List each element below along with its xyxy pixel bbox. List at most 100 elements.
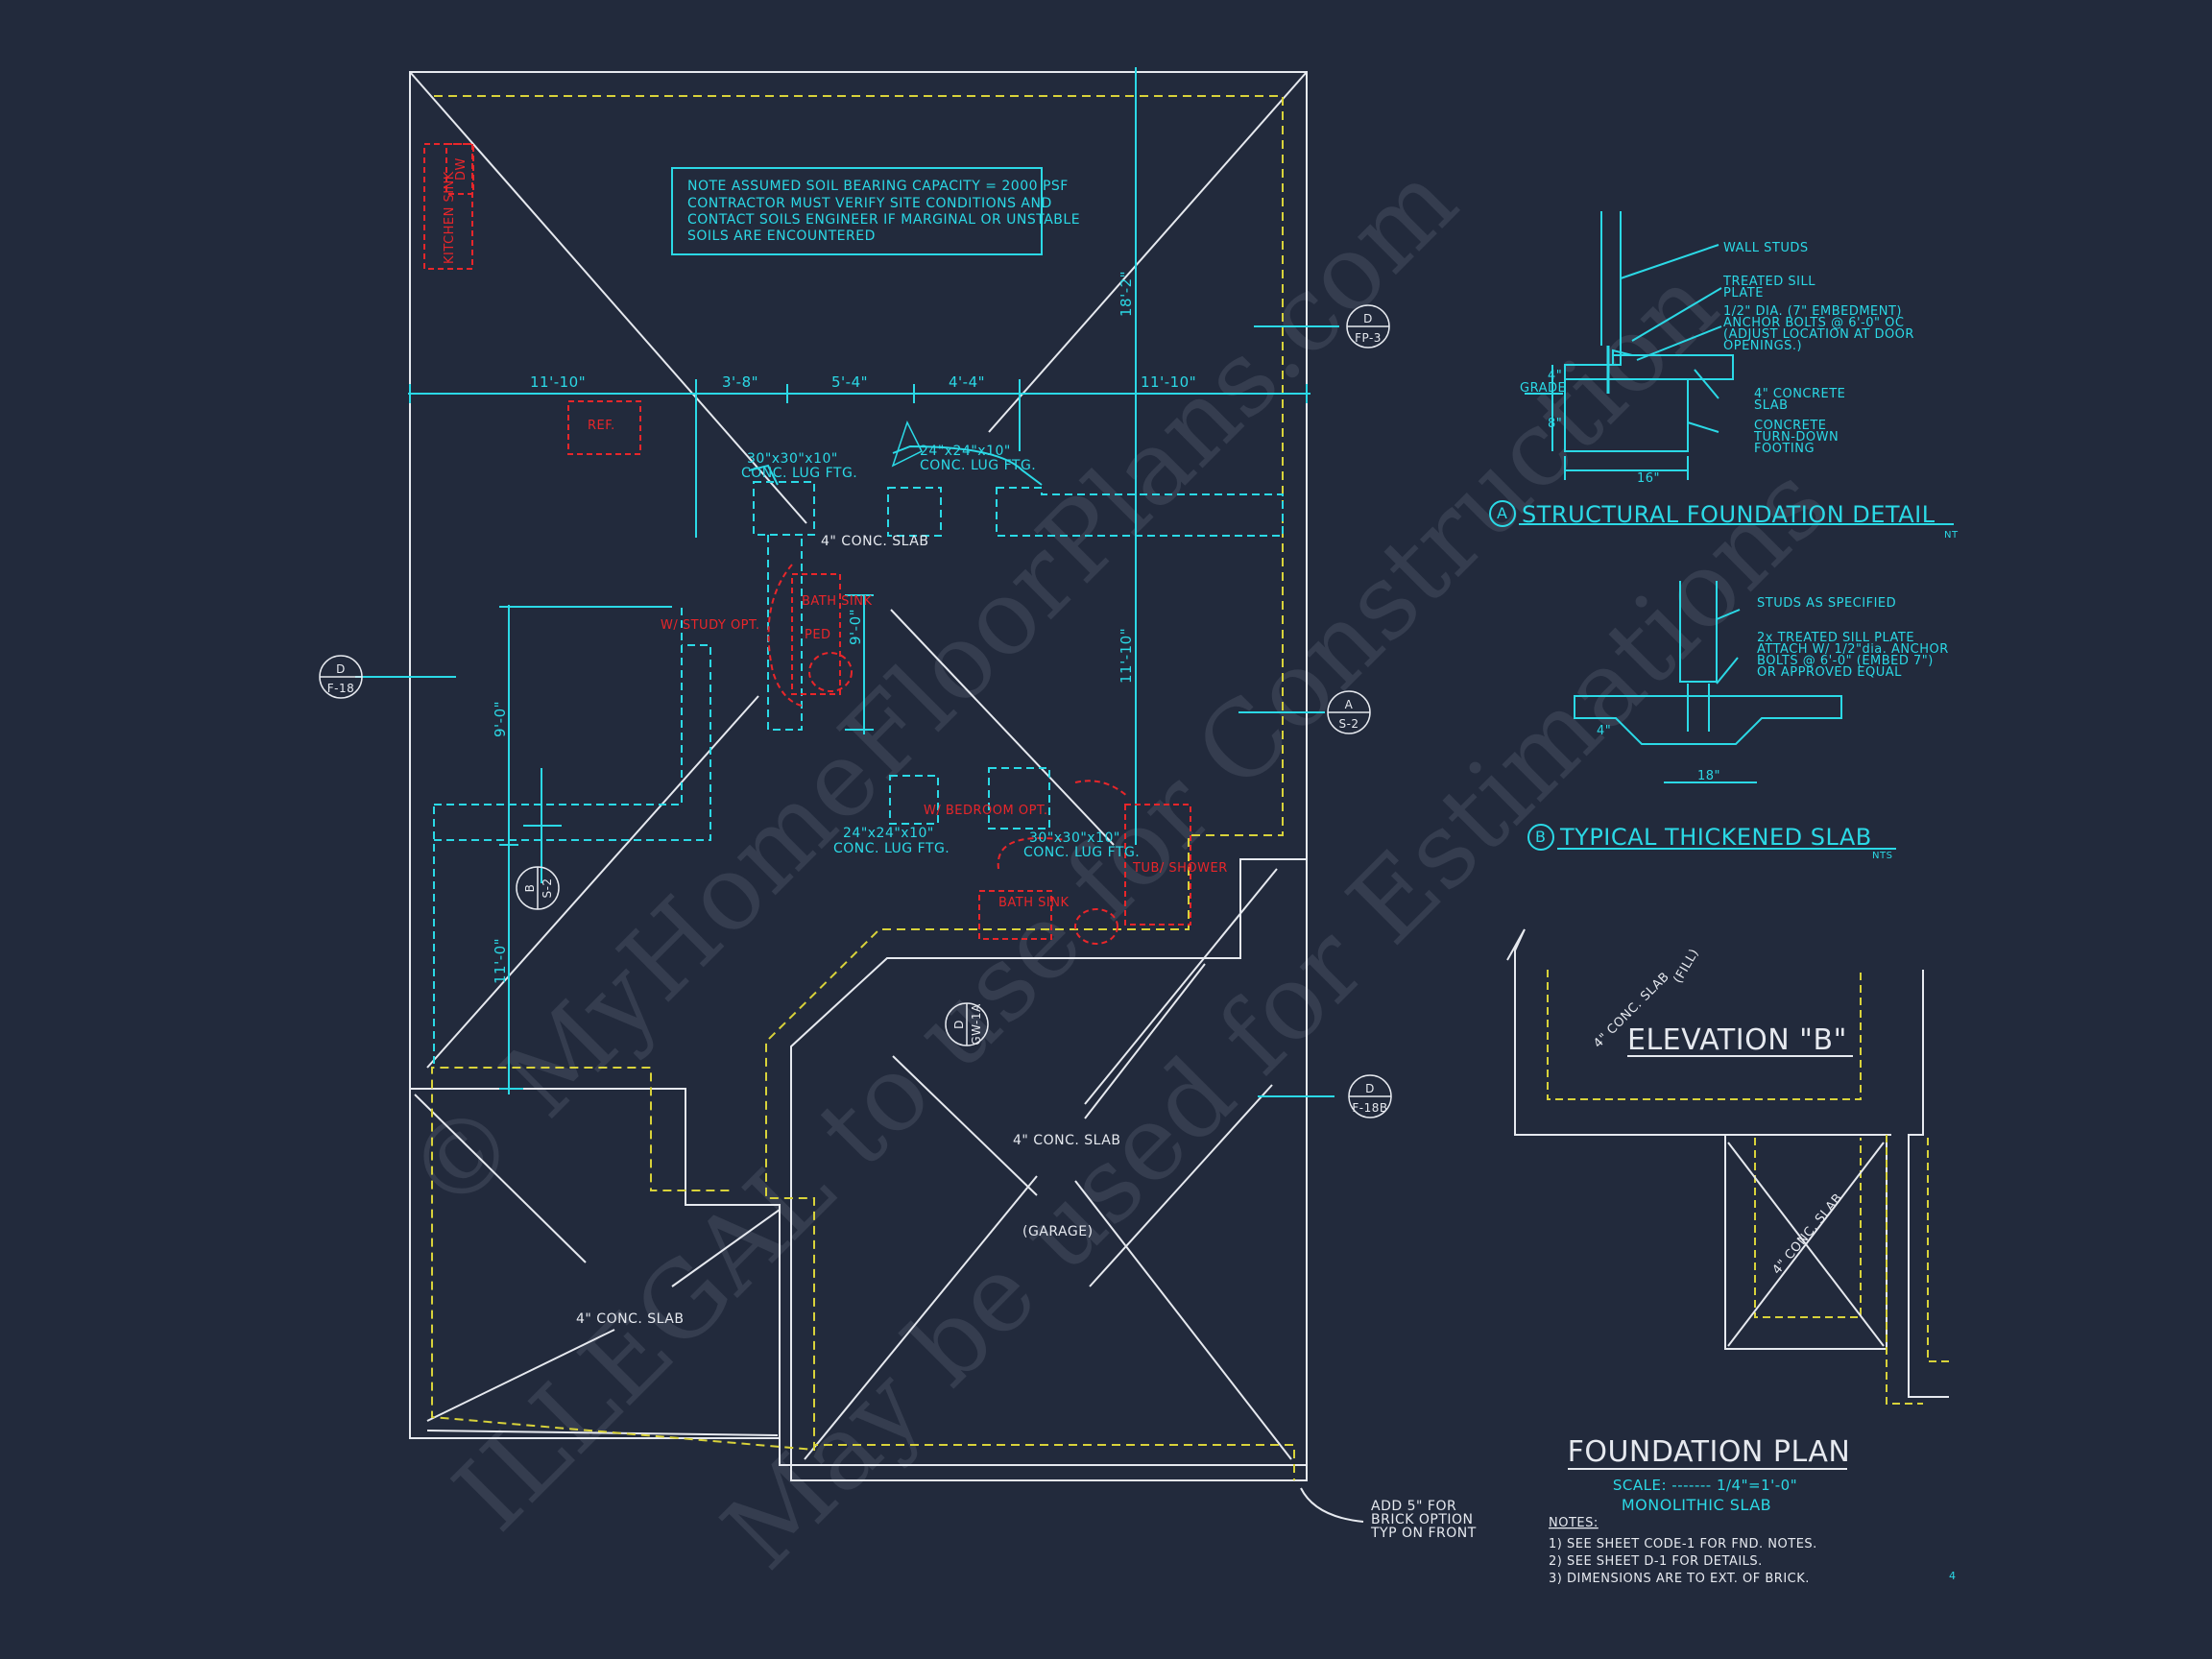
detail-a-footing-1: CONCRETE <box>1754 419 1827 433</box>
dim-v-left-b: 11'-0" <box>492 938 509 984</box>
note-line-1: NOTE ASSUMED SOIL BEARING CAPACITY = 200… <box>687 179 1069 194</box>
detail-a-footing-2: TURN-DOWN <box>1753 430 1839 445</box>
kitchen-sink-label: KITCHEN SINK <box>443 171 457 264</box>
dim-v-left-a: 9'-0" <box>492 701 509 737</box>
callout-3-sheet: S-2 <box>1338 717 1358 731</box>
detail-a-slab-1: 4" CONCRETE <box>1754 387 1845 401</box>
detail-a-scale: NT <box>1944 530 1959 541</box>
elevation-b-text: ELEVATION "B" 4" CONC. SLAB (FILL) 4" CO… <box>1591 947 1853 1278</box>
watermark-line-3: May be used for Estimations <box>701 443 1850 1592</box>
dimensions <box>355 67 1339 1097</box>
detail-b-plate-1: 2x TREATED SILL PLATE <box>1757 631 1914 645</box>
ref-label: REF. <box>588 419 615 433</box>
detail-b-dim-4: 4" <box>1597 724 1611 738</box>
elevation-b-drawing <box>1506 928 1949 1405</box>
lug-label-4a: 30"x30"x10" <box>1029 830 1120 846</box>
detail-a-wall-studs: WALL STUDS <box>1723 241 1809 255</box>
plan-type: MONOLITHIC SLAB <box>1622 1496 1771 1514</box>
detail-b-studs: STUDS AS SPECIFIED <box>1757 596 1896 611</box>
plan-scale: SCALE: ------- 1/4"=1'-0" <box>1613 1477 1797 1494</box>
study-opt-label: W/ STUDY OPT. <box>661 618 760 633</box>
dim-1: 11'-10" <box>530 373 586 391</box>
detail-a-sill-1: TREATED SILL <box>1722 275 1815 289</box>
note-3: 3) DIMENSIONS ARE TO EXT. OF BRICK. <box>1549 1572 1810 1586</box>
detail-a-sill-2: PLATE <box>1723 286 1764 301</box>
lug-label-3b: CONC. LUG FTG. <box>833 841 950 856</box>
footing-labels: 30"x30"x10" CONC. LUG FTG. 24"x24"x10" C… <box>741 444 1140 860</box>
detail-b-title: TYPICAL THICKENED SLAB <box>1559 824 1872 851</box>
callout-3-letter: A <box>1345 698 1354 711</box>
slab-porch-label: 4" CONC. SLAB <box>576 1311 684 1327</box>
detail-b-plate-3: BOLTS @ 6'-0" (EMBED 7") <box>1757 654 1934 668</box>
footings-dashed <box>433 481 1284 1068</box>
detail-a-dim-8: 8" <box>1548 417 1562 431</box>
ped-label: PED <box>805 628 831 642</box>
lug-label-1a: 30"x30"x10" <box>747 451 838 467</box>
detail-a-title: STRUCTURAL FOUNDATION DETAIL <box>1522 501 1936 528</box>
plan-title: FOUNDATION PLAN <box>1568 1435 1851 1469</box>
note-box: NOTE ASSUMED SOIL BEARING CAPACITY = 200… <box>671 167 1080 255</box>
detail-b-letter: B <box>1535 828 1546 846</box>
detail-a-bolts-3: (ADJUST LOCATION AT DOOR <box>1723 327 1914 342</box>
detail-a-bolts-2: ANCHOR BOLTS @ 6'-0" OC <box>1723 316 1904 330</box>
dim-3: 5'-4" <box>831 373 868 391</box>
dim-v-bath: 9'-0" <box>847 609 864 645</box>
lug-label-2a: 24"x24"x10" <box>920 444 1011 459</box>
elevation-b-title: ELEVATION "B" <box>1627 1023 1847 1057</box>
slab-main-label: 4" CONC. SLAB <box>821 534 928 549</box>
detail-a-footing-3: FOOTING <box>1754 442 1815 456</box>
note-1: 1) SEE SHEET CODE-1 FOR FND. NOTES. <box>1549 1537 1817 1551</box>
brick-leader <box>1300 1487 1364 1523</box>
detail-a-grade: GRADE <box>1520 381 1566 396</box>
note-line-4: SOILS ARE ENCOUNTERED <box>687 228 876 244</box>
dim-5: 11'-10" <box>1141 373 1196 391</box>
detail-b-drawing <box>1527 581 1896 851</box>
callout-1-sheet: FP-3 <box>1355 331 1382 345</box>
callout-5-letter: D <box>952 1020 966 1029</box>
notes-heading: NOTES: <box>1549 1516 1599 1530</box>
bedroom-opt-label: W/ BEDROOM OPT. <box>924 804 1047 818</box>
elevation-b-fill: (FILL) <box>1671 947 1701 986</box>
detail-a-bolts-1: 1/2" DIA. (7" EMBEDMENT) <box>1723 304 1902 319</box>
lug-label-2b: CONC. LUG FTG. <box>920 458 1036 473</box>
detail-b-plate-4: OR APPROVED EQUAL <box>1757 665 1902 680</box>
callout-1-letter: D <box>1363 312 1373 325</box>
note-2: 2) SEE SHEET D-1 FOR DETAILS. <box>1549 1554 1763 1569</box>
detail-b-dim-18: 18" <box>1697 769 1720 783</box>
callout-4-letter: B <box>523 884 537 893</box>
title-block: FOUNDATION PLAN SCALE: ------- 1/4"=1'-0… <box>1549 1435 1957 1586</box>
slab-garage-label: 4" CONC. SLAB <box>1013 1133 1120 1148</box>
watermark: © MyHomeFloorPlans.com ILLEGAL to use fo… <box>384 141 1850 1593</box>
note-line-2: CONTRACTOR MUST VERIFY SITE CONDITIONS A… <box>687 196 1052 211</box>
detail-a-dim-16: 16" <box>1637 471 1660 486</box>
lug-label-4b: CONC. LUG FTG. <box>1023 845 1140 860</box>
dw-label: DW <box>454 157 469 180</box>
tub-shower-label: TUB/ SHOWER <box>1132 861 1228 876</box>
watermark-line-2: ILLEGAL to use for Construction <box>432 245 1741 1553</box>
slab-edge-dashed <box>431 95 1295 1480</box>
section-callouts <box>319 304 1392 1118</box>
elevation-b-slab-2: 4" CONC. SLAB <box>1770 1191 1846 1278</box>
detail-b-text: STUDS AS SPECIFIED 2x TREATED SILL PLATE… <box>1535 596 1948 861</box>
callout-2-sheet: F-18 <box>327 682 355 695</box>
detail-a-dim-4: 4" <box>1548 369 1562 383</box>
dim-2: 3'-8" <box>722 373 758 391</box>
detail-a-slab-2: SLAB <box>1754 398 1789 413</box>
bath-sink-label-1: BATH SINK <box>802 594 873 609</box>
detail-b-scale: NTS <box>1872 851 1892 861</box>
dim-v-mid: 11'-10" <box>1118 628 1135 684</box>
detail-a-bolts-4: OPENINGS.) <box>1723 339 1802 353</box>
detail-a-text: WALL STUDS TREATED SILL PLATE 1/2" DIA. … <box>1497 241 1959 541</box>
fixtures <box>423 143 1191 945</box>
callout-4-sheet: S-2 <box>541 878 554 898</box>
page-mark: 4 <box>1949 1570 1957 1582</box>
callout-text: D FP-3 D F-18 A S-2 B S-2 D GW-1A D F-18… <box>327 312 1387 1115</box>
brick-note-2: BRICK OPTION <box>1371 1512 1474 1527</box>
detail-a-drawing <box>1489 211 1954 527</box>
callout-6-letter: D <box>1365 1082 1375 1095</box>
callout-5-sheet: GW-1A <box>970 1003 983 1046</box>
dim-4: 4'-4" <box>949 373 985 391</box>
bath-sink-label-2: BATH SINK <box>998 896 1070 910</box>
dim-v-top: 18'-2" <box>1118 271 1135 317</box>
